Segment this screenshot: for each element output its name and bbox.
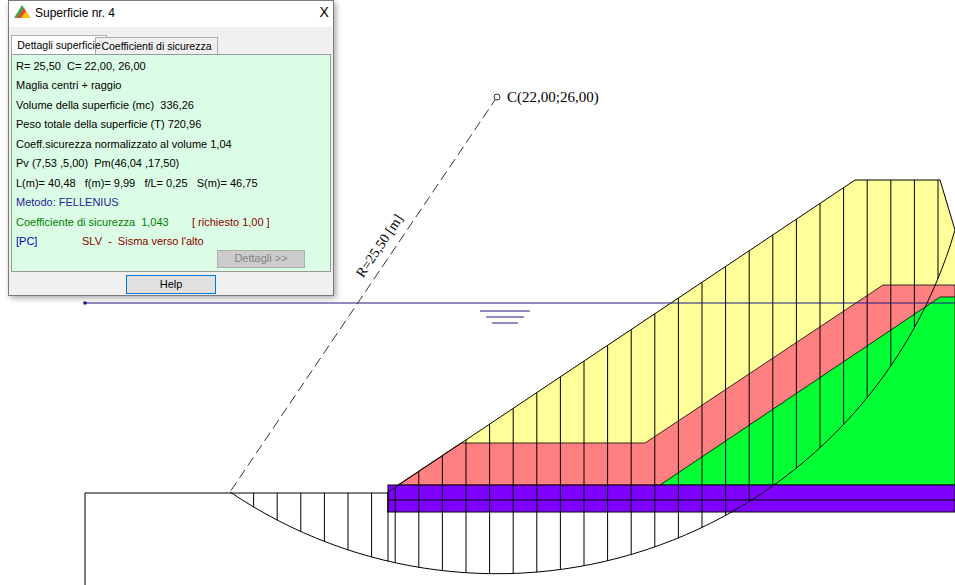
slice-line [348, 493, 349, 550]
slice-line [843, 188, 844, 425]
slip-circle [230, 230, 955, 574]
slice-line [371, 493, 372, 557]
purple-layer [388, 485, 955, 512]
slice-line [277, 493, 278, 520]
detail-line: R= 25,50 C= 22,00, 26,00 [16, 60, 146, 73]
slice-line [466, 440, 467, 573]
button-label: Dettagli >> [234, 252, 287, 265]
method-line: Metodo: FELLENIUS [16, 196, 119, 209]
load-case: SLV - Sisma verso l'alto [82, 235, 204, 248]
slice-lines [254, 180, 938, 574]
slice-line [388, 492, 389, 561]
ground-line [85, 493, 388, 494]
detail-line: Coeff.sicurezza normalizzato al volume 1… [16, 138, 232, 151]
slice-line [324, 493, 325, 542]
center-label: C(22,00;26,00) [505, 88, 601, 106]
green-layer [660, 297, 955, 485]
radius-label: R=25,50 [m] [352, 210, 409, 283]
slice-line [702, 282, 703, 527]
slice-line [796, 219, 797, 468]
tab-label: Dettagli superficie [17, 39, 100, 52]
ground-line [85, 493, 86, 585]
slice-line [607, 345, 608, 561]
detail-line: Pv (7,53 ,5,00) Pm(46,04 ,17,50) [16, 157, 179, 170]
detail-line: Maglia centri + raggio [16, 79, 121, 92]
slice-line [867, 180, 868, 398]
slice-line [560, 377, 561, 570]
detail-line: L(m)= 40,48 f(m)= 9,99 f/L= 0,25 S(m)= 4… [16, 177, 258, 190]
slice-line [253, 493, 254, 507]
required-factor: [ richiesto 1,00 ] [192, 216, 270, 229]
slice-line [300, 493, 301, 532]
safety-factor: Coefficiente di sicurezza 1,043 [16, 216, 169, 229]
disabled-button: Dettagli >> [217, 250, 305, 268]
window-icon [13, 4, 31, 19]
detail-line: Volume della superficie (mc) 336,26 [16, 99, 194, 112]
slice-line [725, 266, 726, 515]
water-dot [83, 301, 87, 305]
slice-line [442, 456, 443, 571]
yellow-layer [388, 180, 955, 492]
tab-label: Coefficienti di sicurezza [101, 40, 211, 53]
slice-line [890, 180, 891, 366]
load-tag: [PC] [16, 235, 37, 248]
slice-line [772, 235, 773, 486]
tab: Coefficienti di sicurezza [95, 37, 218, 54]
slice-line [395, 487, 396, 563]
detail-line: Peso totale della superficie (T) 720,96 [16, 118, 201, 131]
water-symbol [480, 311, 530, 323]
slice-line [678, 298, 679, 538]
water-line [85, 303, 955, 304]
slice-line [418, 471, 419, 567]
slope-surface [388, 180, 955, 512]
slice-line [536, 393, 537, 573]
details-panel: R= 25,50 C= 22,00, 26,00Maglia centri + … [11, 54, 331, 272]
slice-line [631, 330, 632, 555]
slice-line [938, 180, 939, 279]
slice-line [654, 314, 655, 547]
help-button: Help [126, 275, 216, 294]
button-label: Help [160, 278, 183, 291]
slice-line [584, 361, 585, 566]
slice-line [914, 180, 915, 328]
window-title: Superficie nr. 4 [35, 6, 115, 20]
slice-line [749, 251, 750, 502]
tab-selected: Dettagli superficie [11, 35, 107, 54]
slice-line [820, 203, 821, 448]
dialog-window: Superficie nr. 4Dettagli superficieCoeff… [8, 0, 334, 296]
layer-line [388, 500, 955, 501]
slice-line [513, 408, 514, 573]
pink-layer [398, 285, 955, 485]
slice-line [489, 424, 490, 574]
center-point [494, 94, 500, 100]
